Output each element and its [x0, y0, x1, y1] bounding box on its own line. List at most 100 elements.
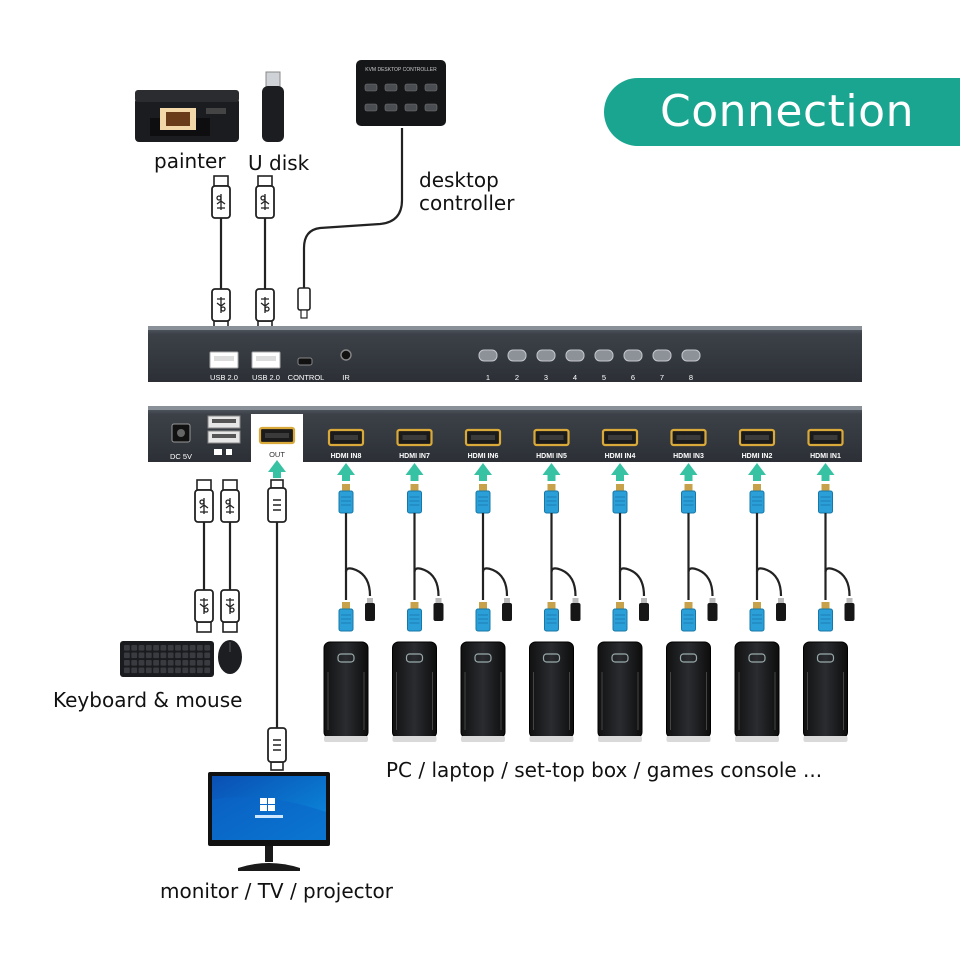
- printer-image: [135, 90, 239, 142]
- front-button-label-8: 8: [689, 373, 693, 382]
- front-usb-port-1: [209, 351, 239, 369]
- hdmi-connector-icon: [475, 601, 491, 632]
- dc-jack: [171, 423, 191, 443]
- controller-plug: [297, 287, 311, 319]
- hdmi-in-label-4: HDMI IN4: [605, 453, 636, 460]
- front-button-6[interactable]: [623, 349, 643, 362]
- hdmi-in-label-5: HDMI IN5: [536, 453, 567, 460]
- mini-pc-image: [460, 641, 506, 743]
- udisk-label: U disk: [248, 151, 310, 175]
- hdmi-connector-icon: [818, 483, 833, 514]
- svg-text:KVM DESKTOP CONTROLLER: KVM DESKTOP CONTROLLER: [365, 67, 437, 73]
- hdmi-in-label-2: HDMI IN2: [742, 453, 773, 460]
- front-button-8[interactable]: [681, 349, 701, 362]
- hdmi-connector-icon: [612, 601, 628, 632]
- front-usb-label-2: USB 2.0: [252, 373, 280, 382]
- ir-sensor: [340, 349, 352, 361]
- hdmi-in-port-4: [601, 428, 639, 447]
- keyboard-image: [120, 641, 214, 677]
- front-button-5[interactable]: [594, 349, 614, 362]
- hdmi-in-port-7: [396, 428, 433, 447]
- hdmi-connector-icon: [338, 483, 354, 514]
- input-arrow: [542, 463, 561, 475]
- front-button-label-7: 7: [660, 373, 664, 382]
- hdmi-in-label-6: HDMI IN6: [468, 453, 499, 460]
- title-badge: Connection: [604, 78, 960, 146]
- input-arrow: [474, 463, 492, 475]
- mini-pc-image: [528, 641, 575, 743]
- hdmi-in-port-5: [533, 428, 570, 447]
- back-usb-ports: [207, 415, 241, 455]
- front-button-4[interactable]: [565, 349, 585, 362]
- input-arrow: [679, 463, 698, 475]
- front-button-2[interactable]: [507, 349, 527, 362]
- input-arrow: [611, 463, 629, 475]
- keyboard-mouse-cables: [202, 520, 232, 592]
- hdmi-in-port-1: [807, 428, 844, 447]
- hdmi-connector-icon: [681, 483, 696, 514]
- hdmi-in-port-3: [670, 428, 707, 447]
- control-port: [297, 357, 313, 366]
- monitor-image: [208, 772, 330, 871]
- hdmi-connector-icon: [544, 483, 559, 514]
- front-usb-label-1: USB 2.0: [210, 373, 238, 382]
- hdmi-connector-icon: [612, 483, 628, 514]
- out-cable-plug-bottom: [267, 727, 287, 771]
- source-device-1: [802, 463, 855, 743]
- source-device-6: [460, 463, 512, 743]
- source-device-7: [391, 463, 444, 743]
- source-device-8: [323, 463, 375, 743]
- mini-pc-image: [597, 641, 643, 743]
- controller-label: desktop controller: [419, 168, 515, 215]
- input-arrow: [337, 463, 355, 475]
- title: Connection: [660, 86, 914, 137]
- usb-plug-icon: [639, 598, 649, 621]
- usb-plug-icon: [776, 598, 786, 621]
- hdmi-connector-icon: [544, 601, 559, 632]
- front-usb-port-2: [251, 351, 281, 369]
- hdmi-connector-icon: [338, 601, 354, 632]
- desktop-controller-image: KVM DESKTOP CONTROLLER: [356, 60, 446, 126]
- front-button-label-1: 1: [486, 373, 490, 382]
- hdmi-connector-icon: [749, 601, 765, 632]
- hdmi-connector-icon: [475, 483, 491, 514]
- hdmi-in-port-6: [464, 428, 502, 447]
- mini-pc-image: [665, 641, 712, 743]
- out-hdmi-port: [258, 426, 296, 445]
- ir-label: IR: [342, 373, 350, 382]
- hdmi-in-port-2: [738, 428, 776, 447]
- sources-label: PC / laptop / set-top box / games consol…: [386, 758, 823, 782]
- front-button-3[interactable]: [536, 349, 556, 362]
- out-label: OUT: [269, 450, 285, 459]
- hdmi-in-port-8: [327, 428, 365, 447]
- front-button-label-4: 4: [573, 373, 577, 382]
- hdmi-in-label-8: HDMI IN8: [331, 453, 362, 460]
- input-arrow: [816, 463, 835, 475]
- usb-plug-icon: [433, 598, 444, 621]
- source-devices-group: [323, 463, 855, 743]
- udisk-image: [262, 71, 284, 142]
- top-cables: [219, 128, 404, 290]
- front-button-label-6: 6: [631, 373, 635, 382]
- hdmi-connector-icon: [407, 601, 422, 632]
- hdmi-connector-icon: [749, 483, 765, 514]
- control-label: CONTROL: [288, 373, 325, 382]
- source-device-4: [597, 463, 649, 743]
- usb-plug-icon: [707, 598, 718, 621]
- hdmi-in-label-1: HDMI IN1: [810, 453, 841, 460]
- hdmi-connector-icon: [818, 601, 833, 632]
- out-arrow: [268, 460, 286, 472]
- hdmi-connector-icon: [681, 601, 696, 632]
- front-button-7[interactable]: [652, 349, 672, 362]
- mini-pc-image: [323, 641, 369, 743]
- mini-pc-image: [734, 641, 780, 743]
- mini-pc-image: [391, 641, 438, 743]
- source-device-3: [665, 463, 718, 743]
- usb-plug-icon: [502, 598, 512, 621]
- mini-pc-image: [802, 641, 849, 743]
- source-device-5: [528, 463, 581, 743]
- front-button-1[interactable]: [478, 349, 498, 362]
